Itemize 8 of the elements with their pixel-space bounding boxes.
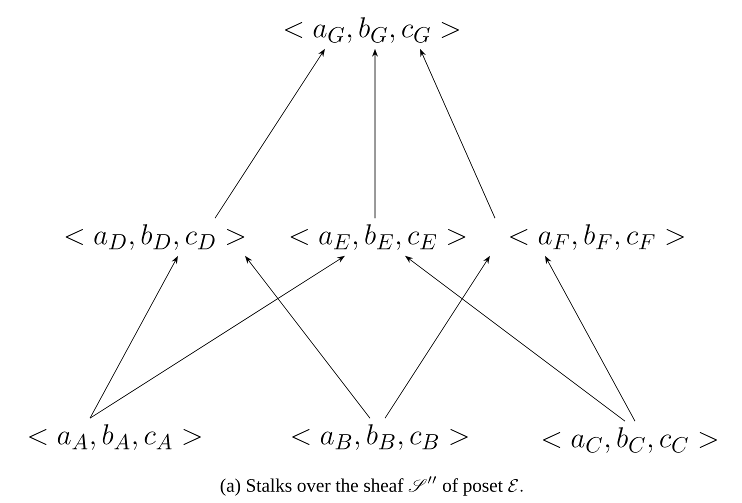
tuple-label: $< a_{B}, b_{B}, c_{B} >$ bbox=[292, 424, 468, 450]
tuple-label: $< a_{E}, b_{E}, c_{E} >$ bbox=[290, 224, 466, 250]
tuple-label: $< a_{C}, b_{C}, c_{C} >$ bbox=[543, 427, 717, 453]
caption: $\text{(a) Stalks over the sheaf }\mathscr{S}''\text{ of poset }\mathcal{E}.$ bbox=[220, 476, 523, 496]
tuple-label: $< a_{G}, b_{G}, c_{G} >$ bbox=[285, 17, 459, 43]
tuple-label: $< a_{F}, b_{F}, c_{F} >$ bbox=[510, 224, 684, 250]
tuple-label: $< a_{D}, b_{D}, c_{D} >$ bbox=[66, 224, 244, 250]
tuple-label: $< a_{A}, b_{A}, c_{A} >$ bbox=[29, 424, 201, 450]
